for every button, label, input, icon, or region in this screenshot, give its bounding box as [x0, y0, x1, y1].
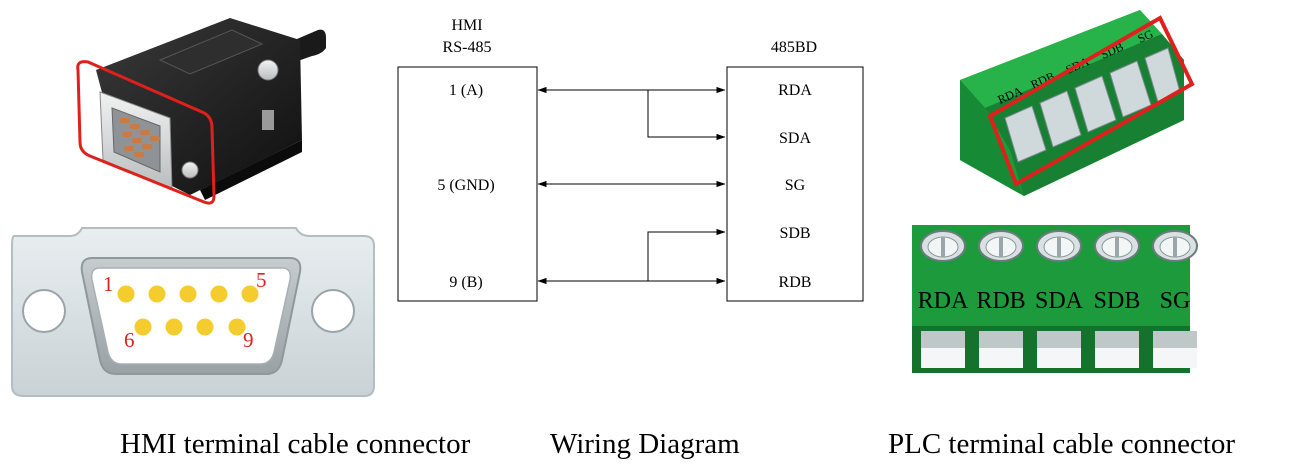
terminal-window-top — [921, 331, 965, 348]
terminal-window-bottom — [1037, 348, 1081, 368]
caption-hmi-connector: HMI terminal cable connector — [120, 428, 471, 460]
terminal-screw-slot — [1057, 237, 1061, 257]
pin-label-5: 5 — [256, 268, 267, 292]
terminal-label-rdb: RDB — [976, 288, 1025, 314]
db9-pin-top-3 — [179, 285, 197, 303]
terminal-label-sdb: SDB — [1094, 288, 1141, 314]
caption-plc-connector: PLC terminal cable connector — [888, 428, 1236, 460]
hmi-pin-9: 9 (B) — [449, 274, 482, 291]
pin-label-9: 9 — [243, 328, 254, 352]
plc-pin-sda: SDA — [779, 130, 811, 147]
terminal-screw-slot — [941, 237, 945, 257]
highlight-outline — [76, 60, 216, 205]
hmi-pin-1: 1 (A) — [449, 82, 483, 99]
terminal-screw-slot — [1115, 237, 1119, 257]
plc-pin-sdb: SDB — [779, 225, 810, 242]
terminal-screw-slot — [999, 237, 1003, 257]
caption-wiring-diagram: Wiring Diagram — [550, 428, 740, 460]
hmi-pin-5: 5 (GND) — [437, 177, 494, 194]
terminal-label-rda: RDA — [918, 288, 969, 314]
pin-label-6: 6 — [124, 328, 135, 352]
db9-pin-top-1 — [117, 285, 135, 303]
wire-a-sda — [647, 90, 726, 141]
terminal-window-top — [979, 331, 1023, 348]
plc-pin-rdb: RDB — [779, 274, 812, 291]
terminal-window-top — [1153, 331, 1197, 348]
terminal-label-sda: SDA — [1035, 288, 1084, 314]
db9-pin-top-4 — [210, 285, 228, 303]
highlight-outline — [987, 15, 1195, 187]
db9-pin-bottom-6 — [134, 318, 152, 336]
hmi-title: HMI — [451, 17, 482, 34]
plc-pin-rda: RDA — [778, 82, 812, 99]
db9-pin-top-5 — [241, 285, 259, 303]
db9-pin-bottom-8 — [196, 318, 214, 336]
db9-connector-3d — [76, 18, 326, 205]
plc-box — [726, 66, 864, 302]
db9-front-view: 1 5 6 9 — [11, 227, 375, 397]
terminal-window-bottom — [921, 348, 965, 368]
terminal-block-front: RDA RDB SDA SDB SG — [912, 225, 1198, 373]
pin-label-1: 1 — [103, 272, 114, 296]
terminal-window-bottom — [1095, 348, 1139, 368]
db9-pin-bottom-7 — [165, 318, 183, 336]
terminal-screw-slot — [1173, 237, 1177, 257]
terminal-window-top — [1037, 331, 1081, 348]
terminal-window-top — [1095, 331, 1139, 348]
terminal-window-bottom — [1153, 348, 1197, 368]
hmi-subtitle: RS-485 — [443, 39, 492, 56]
db9-pin-top-2 — [148, 285, 166, 303]
db9-pin-bottom-9 — [228, 318, 246, 336]
plc-title: 485BD — [771, 39, 817, 56]
plc-pin-sg: SG — [785, 177, 806, 194]
wiring-diagram: HMI RS-485 485BD 1 (A) 5 (GND) 9 (B) RDA… — [397, 17, 864, 302]
wire-b-sdb — [647, 228, 726, 281]
terminal-window-bottom — [979, 348, 1023, 368]
terminal-label-sg: SG — [1160, 288, 1191, 314]
hmi-box — [397, 66, 538, 302]
